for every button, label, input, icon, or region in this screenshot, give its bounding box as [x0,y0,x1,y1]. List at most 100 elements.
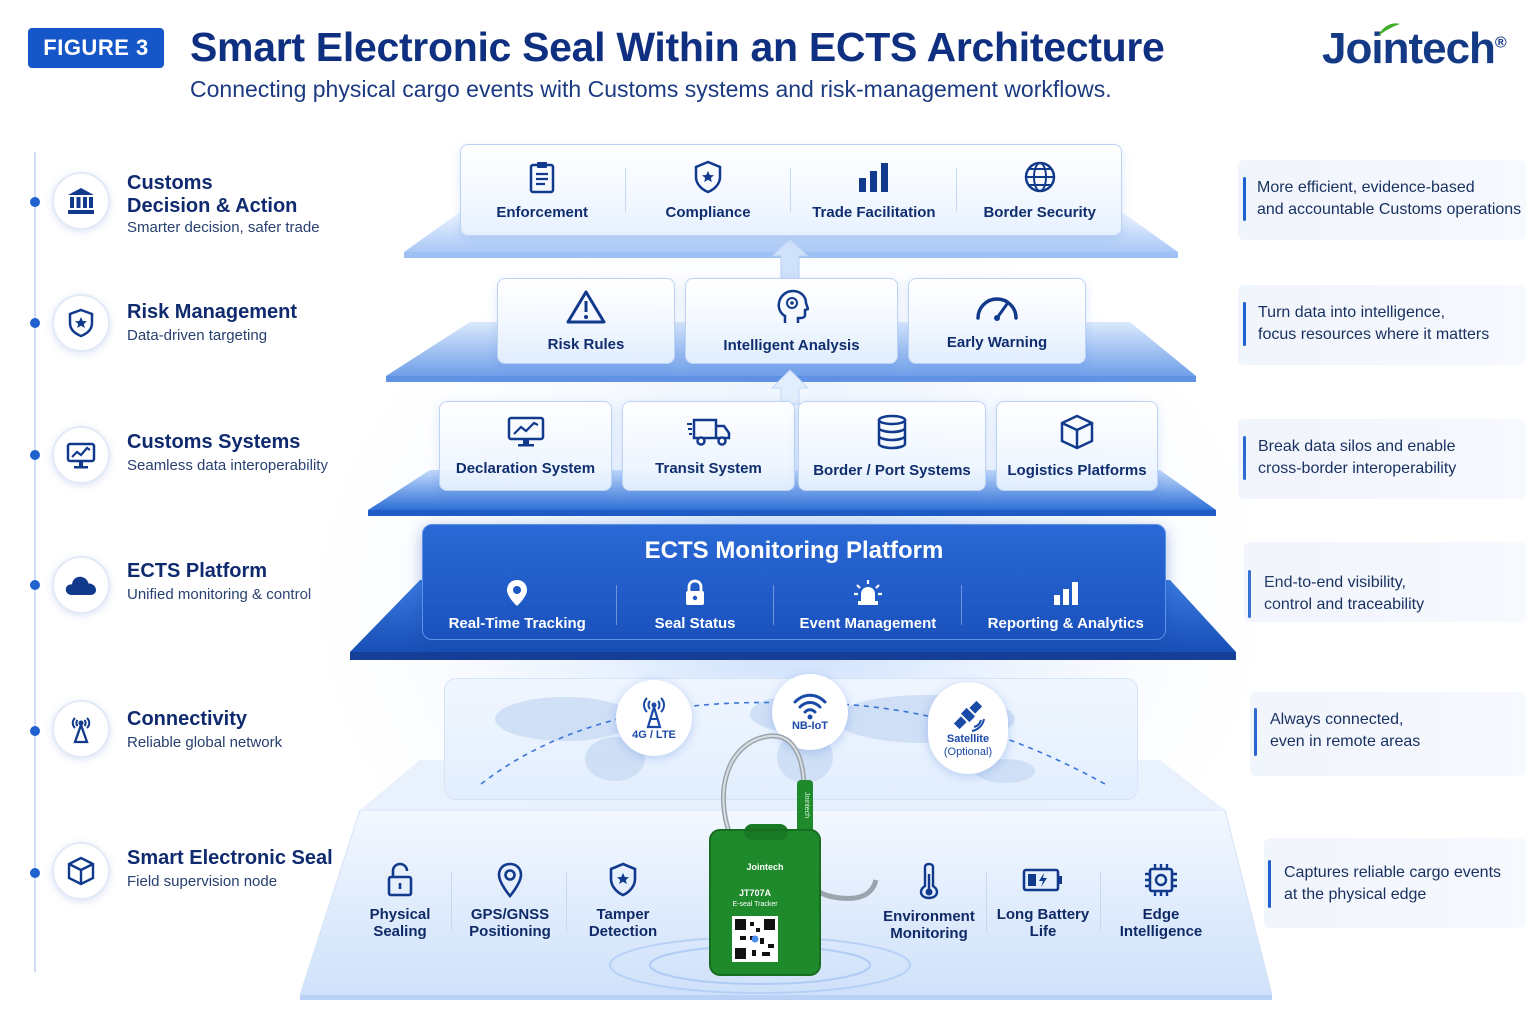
seal-feature-line: Environment [883,908,975,925]
seal-feature-line: Sealing [373,923,427,940]
ects-platform-title: ECTS Monitoring Platform [644,537,944,564]
seal-feature-line: Life [1029,923,1057,940]
risk-label: Intelligent Analysis [723,336,860,354]
risk-card: Risk Rules [497,278,675,364]
decision-item: Compliance [628,160,788,221]
benefit-text: Captures reliable cargo events at the ph… [1284,862,1501,906]
benefit-line: Turn data into intelligence, [1258,304,1446,321]
system-label: Transit System [655,459,762,477]
seal-feature-line: Intelligence [1119,923,1203,940]
satellite-icon [953,700,985,732]
seal-feature-line: Physical [369,906,431,923]
cell-tower-icon [643,696,665,728]
divider [961,585,963,625]
risk-card: Early Warning [908,278,1086,364]
benefit-text: Break data silos and enable cross-border… [1258,436,1456,480]
antenna-icon [71,717,91,744]
ects-feature-label: Event Management [799,614,937,632]
left-title-line2: Decision & Action [127,195,298,217]
timeline-dot [30,197,40,207]
timeline-dot [30,868,40,878]
wifi-icon [793,693,827,719]
benefit-line: Break data silos and enable [1258,438,1456,455]
left-title-risk: Risk Management [127,301,297,324]
device-type-text: E-seal Tracker [732,901,778,908]
shield-icon [68,308,94,338]
location-pin-icon [497,862,523,898]
benefit-accent-bar [1243,177,1246,221]
ects-feature-label: Real-Time Tracking [448,614,586,632]
database-icon [877,414,907,449]
ects-feature: Reporting & Analytics [971,579,1161,632]
left-icon-circle [52,172,110,230]
network-label: 4G / LTE [632,728,676,741]
benefit-line: Always connected, [1270,711,1404,728]
benefit-line: cross-border interoperability [1258,460,1457,477]
system-card: Transit System [622,401,795,491]
network-label: Satellite [946,733,990,745]
bar-chart-icon [858,162,888,192]
system-card: Logistics Platforms [996,401,1158,491]
system-label: Logistics Platforms [1007,461,1147,479]
left-title-customs: Customs Decision & Action [127,172,297,218]
divider [624,168,626,212]
thermometer-icon [919,862,939,900]
shackle-brand-text: Jointech [803,792,810,818]
left-icon-circle [52,700,110,758]
seal-feature-line: Long Battery [996,906,1090,923]
gauge-icon [976,296,1018,321]
benefit-line: More efficient, evidence-based [1257,179,1475,196]
brand-logo-text: Jointech [1322,24,1496,73]
tamper-shield-icon [609,862,637,897]
left-subtitle: Unified monitoring & control [127,586,312,603]
battery-icon [1022,868,1062,892]
divider [986,872,987,932]
benefit-text: Always connected, even in remote areas [1270,709,1420,753]
system-label: Border / Port Systems [813,461,971,479]
network-label-note: (Optional) [943,746,993,758]
benefit-line: focus resources where it matters [1258,326,1490,343]
benefit-accent-bar [1268,860,1271,908]
decision-card: Enforcement Compliance Trade Facilitatio… [460,144,1122,236]
timeline-dot [30,450,40,460]
risk-card: Intelligent Analysis [685,278,898,364]
unlock-icon [387,862,413,897]
globe-icon [1024,161,1055,192]
page-subtitle: Connecting physical cargo events with Cu… [190,76,1112,102]
seal-feature-line: Detection [588,923,658,940]
lock-icon [686,579,705,605]
network-satellite-badge: Satellite (Optional) [928,682,1008,774]
package-icon [1060,414,1094,449]
page-title: Smart Electronic Seal Within an ECTS Arc… [190,24,1165,70]
ects-feature-row: Real-Time Tracking Seal Status Event Man… [423,575,1165,635]
system-card: Border / Port Systems [798,401,986,491]
benefit-card [1264,838,1526,928]
truck-icon [686,418,730,446]
left-subtitle: Field supervision node [127,873,278,890]
divider [1100,872,1101,932]
ects-feature-label: Seal Status [654,614,736,632]
seal-feature-line: GPS/GNSS [470,906,550,923]
decision-label: Compliance [665,203,751,221]
left-timeline [34,152,36,972]
cloud-icon [65,576,96,595]
e-seal-device-graphic: Jointech Jointech JT707A E-seal Tracker [709,733,879,976]
left-subtitle: Reliable global network [127,734,283,751]
ects-feature: Event Management [783,579,953,632]
timeline-dot [30,580,40,590]
brain-head-icon [777,289,809,323]
seal-feature-line: Monitoring [890,925,968,942]
device-model-text: JT707A [739,888,772,898]
risk-label: Risk Rules [547,335,625,353]
bank-icon [68,188,94,214]
ects-feature: Real-Time Tracking [427,579,607,632]
network-label: NB-IoT [791,719,829,732]
